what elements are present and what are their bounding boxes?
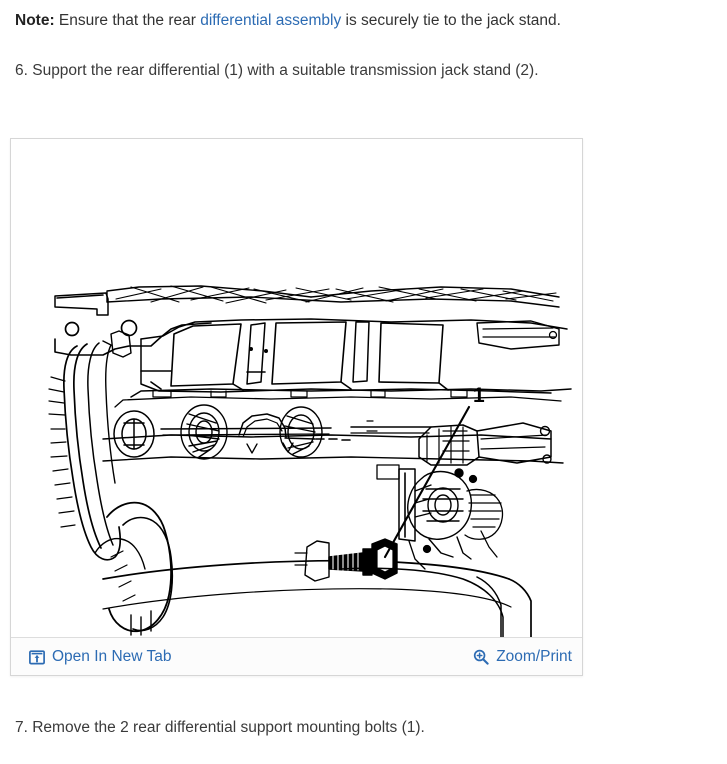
zoom-print-button[interactable]: Zoom/Print xyxy=(473,647,572,667)
step-7-text: 7. Remove the 2 rear differential suppor… xyxy=(15,719,425,736)
figure-image[interactable]: 1 xyxy=(11,139,582,637)
undercarriage-line-art: 1 xyxy=(11,139,582,637)
figure-toolbar: Open In New Tab Zoom/Print xyxy=(11,637,582,675)
open-in-new-tab-label: Open In New Tab xyxy=(52,648,172,665)
callout-label-1: 1 xyxy=(473,384,485,407)
note-label: Note: xyxy=(15,12,55,29)
differential-assembly-link[interactable]: differential assembly xyxy=(200,12,342,29)
step-6-text: 6. Support the rear differential (1) wit… xyxy=(15,62,539,79)
note-text-before-link: Ensure that the rear xyxy=(54,12,201,29)
zoom-print-label: Zoom/Print xyxy=(496,648,572,665)
note-paragraph: Note: Ensure that the rear differential … xyxy=(15,11,561,31)
open-in-new-tab-button[interactable]: Open In New Tab xyxy=(29,647,171,667)
open-in-new-tab-icon xyxy=(29,649,45,665)
magnifier-plus-icon xyxy=(473,649,489,665)
figure-container: 1 Open In New Tab xyxy=(10,138,583,676)
note-text-after-link: is securely tie to the jack stand. xyxy=(341,12,561,29)
